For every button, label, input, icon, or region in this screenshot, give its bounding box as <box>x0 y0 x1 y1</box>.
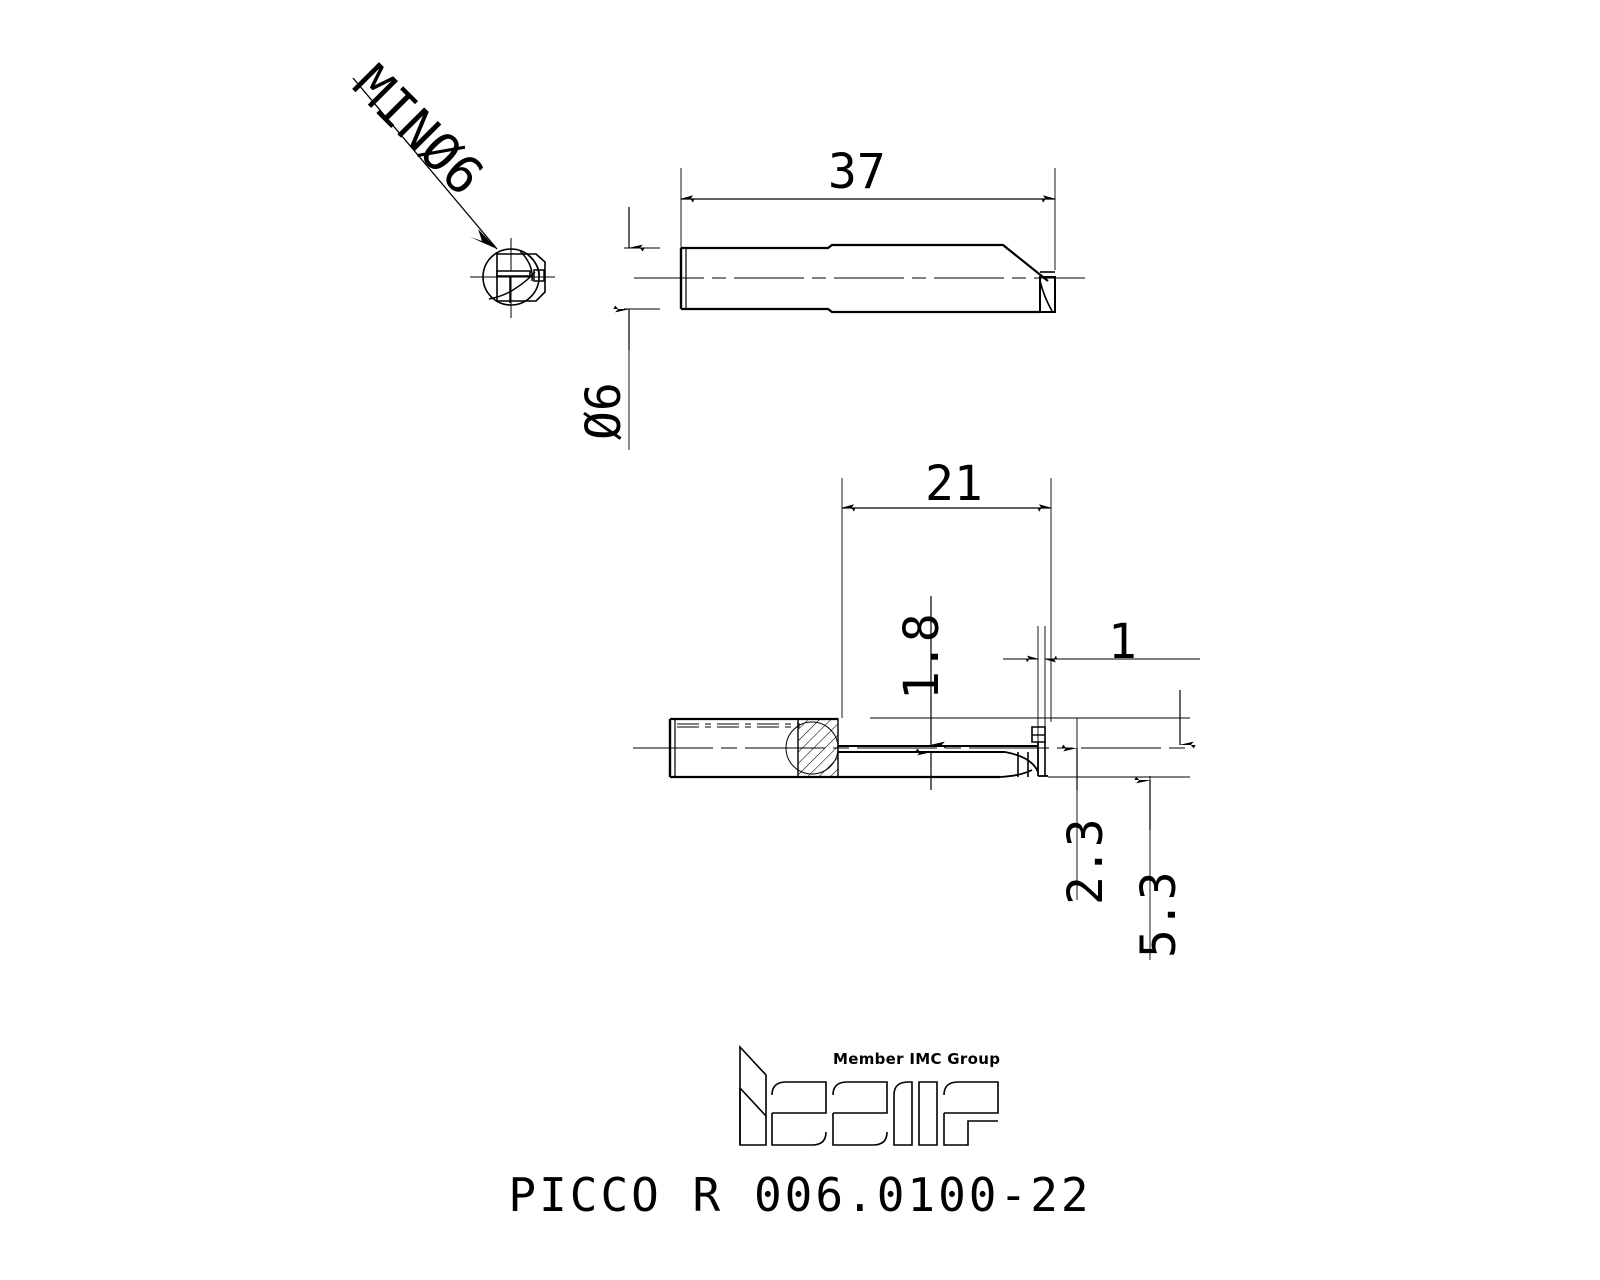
end-view-flute-arc-3 <box>488 271 536 300</box>
view-top-side <box>613 168 1085 450</box>
top-view-upper-profile <box>681 243 1049 282</box>
view-end-detail <box>352 77 555 318</box>
label-dim-5-3: 5.3 <box>1131 871 1187 958</box>
end-view-flute-arc-2 <box>527 254 540 279</box>
end-view-flute-arc-1 <box>519 250 533 282</box>
label-length-21: 21 <box>925 456 983 512</box>
end-view-cutting-edge-slot <box>496 270 531 277</box>
imc-group-tagline: Member IMC Group <box>833 1050 1001 1068</box>
end-view-insert-body <box>496 253 546 302</box>
iscar-logo-mark <box>739 1044 999 1146</box>
label-dim-1: 1 <box>1108 614 1137 670</box>
label-dim-1-8: 1.8 <box>894 613 950 700</box>
leader-arrow-min-diameter <box>470 229 497 249</box>
top-view-tip-body <box>1039 276 1056 313</box>
iscar-logo <box>716 1035 1016 1160</box>
drawing-title: PICCO R 006.0100-22 <box>508 1168 1092 1222</box>
view-bottom-side <box>633 478 1200 960</box>
label-shank-diameter: Ø6 <box>576 382 632 440</box>
end-view-corner-detail <box>533 269 545 282</box>
label-length-37: 37 <box>828 144 886 200</box>
top-view-lower-profile <box>681 307 1040 314</box>
bottom-view-blade-nose-arc <box>1004 751 1039 773</box>
leader-line-min-diameter <box>352 77 498 250</box>
top-view-tip-relief-arc <box>1039 280 1053 312</box>
label-dim-2-3: 2.3 <box>1058 818 1114 905</box>
